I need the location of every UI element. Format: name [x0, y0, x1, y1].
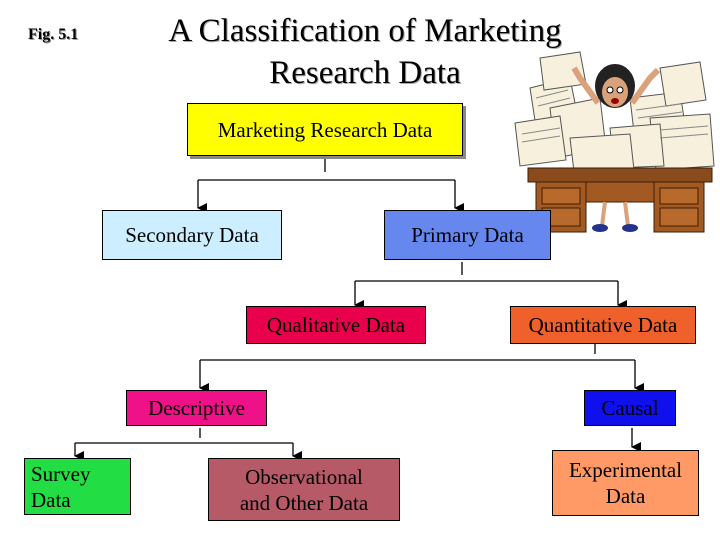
node-secondary-data: Secondary Data	[102, 210, 282, 260]
node-label: Primary Data	[411, 223, 524, 247]
node-label-line-1: Experimental	[568, 458, 683, 482]
node-label: Quantitative Data	[528, 313, 678, 337]
node-label-line-1: Survey	[31, 461, 91, 486]
node-label-line-2: Data	[605, 484, 646, 508]
node-label: Qualitative Data	[266, 313, 406, 337]
node-label: Causal	[601, 396, 659, 420]
node-primary-data: Primary Data	[384, 210, 551, 260]
node-label-line-1: Observational	[245, 464, 363, 489]
title-line-1: A Classification of Marketing	[168, 13, 562, 49]
node-descriptive: Descriptive	[126, 390, 267, 426]
node-label-line-2: and Other Data	[239, 490, 369, 515]
node-marketing-research-data: Marketing Research Data	[187, 103, 463, 156]
node-label: Marketing Research Data	[217, 117, 433, 142]
node-label: Secondary Data	[125, 223, 259, 247]
node-quantitative-data: Quantitative Data	[510, 306, 696, 344]
node-label: Descriptive	[148, 396, 245, 420]
node-experimental-data: Experimental Data	[552, 450, 699, 516]
node-qualitative-data: Qualitative Data	[246, 306, 426, 344]
title-line-2: Research Data	[269, 55, 461, 91]
node-label-line-2: Data	[31, 487, 71, 512]
page-title: A Classification of Marketing Research D…	[110, 10, 620, 94]
node-survey-data: Survey Data	[24, 458, 131, 515]
office-worker-illustration	[514, 51, 715, 233]
node-observational-data: Observational and Other Data	[208, 458, 400, 521]
figure-label: Fig. 5.1	[28, 26, 79, 43]
node-causal: Causal	[584, 390, 676, 426]
